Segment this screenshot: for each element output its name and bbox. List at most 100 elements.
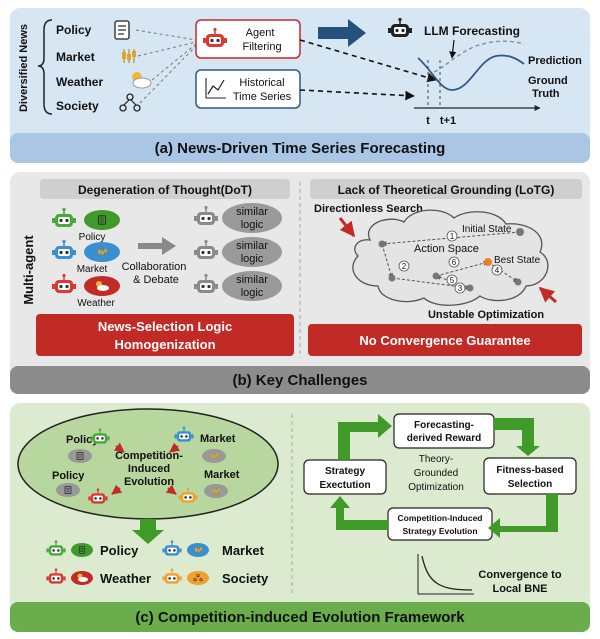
action-space-label: Action Space [414, 243, 479, 255]
prediction-curve [433, 40, 525, 73]
homogenization-box [36, 314, 294, 356]
ellipse-down-arrow [132, 519, 164, 544]
collab-arrow [138, 237, 176, 255]
ground-truth-curve [417, 54, 525, 91]
t-label: t [426, 115, 430, 127]
diversified-news-label: Diversified News [18, 24, 30, 112]
theory-line2: Grounded [414, 468, 458, 479]
arrow-fitness-to-cie [488, 494, 558, 538]
competition-line2: Induced [128, 463, 170, 475]
dot-title-bar [40, 179, 290, 199]
step-2: 2 [402, 262, 407, 271]
agent-filtering-box [195, 19, 301, 59]
llm-forecasting-label: LLM Forecasting [424, 24, 520, 38]
lotg-title: Lack of Theoretical Grounding (LoTG) [338, 183, 555, 197]
node-c [466, 284, 474, 292]
best-state-label: Best State [494, 255, 541, 266]
arrow-reward-to-fitness [494, 418, 540, 456]
similar-1-line1: similar [236, 206, 268, 218]
convergence-line2: Local BNE [492, 583, 547, 595]
similar-2-line2: logic [241, 253, 264, 265]
strategy-line1: Strategy [325, 466, 365, 477]
truth-label: Truth [532, 88, 560, 100]
competition-line3: Evolution [124, 476, 174, 488]
step-5: 5 [450, 276, 455, 285]
historical-line1: Historical [239, 77, 284, 89]
similar-bubble-1 [222, 203, 282, 233]
similar-bubble-2 [222, 237, 282, 267]
fitness-line1: Fitness-based [496, 465, 563, 476]
homogenization-line1: News-Selection Logic [98, 319, 232, 334]
initial-state-label: Initial State [462, 224, 512, 235]
legend-society-network [193, 574, 203, 582]
agent-to-forecast-arrow [299, 39, 437, 83]
homogenization-line2: Homogenization [114, 337, 215, 352]
fitness-box [483, 457, 577, 495]
fitness-line2: Selection [508, 479, 552, 490]
reward-line1: Forecasting- [414, 420, 474, 431]
node-b [388, 274, 396, 282]
news-weather-label: Weather [56, 75, 103, 89]
similar-bubble-3 [222, 271, 282, 301]
theory-line3: Optimization [408, 482, 464, 493]
similar-1-line2: logic [241, 219, 264, 231]
big-arrow-to-llm [318, 19, 366, 47]
arrow-cie-to-strategy [330, 496, 388, 530]
weather-cloud-icon [96, 281, 109, 291]
initial-state-node [516, 228, 524, 236]
no-convergence-label: No Convergence Guarantee [359, 333, 530, 348]
news-market-label: Market [56, 50, 95, 64]
lotg-title-bar [310, 179, 582, 199]
legend-market-label: Market [222, 543, 265, 558]
legend-weather-label: Weather [100, 571, 151, 586]
policy-agent-label: Policy [79, 232, 106, 243]
news-connectors [135, 29, 197, 104]
legend-market-candle [194, 546, 203, 554]
cie-line2: Strategy Evolution [402, 526, 477, 536]
panel-a-caption-bar [10, 133, 590, 163]
similar-3-line1: similar [236, 274, 268, 286]
legend-weather-cloud [77, 573, 88, 582]
dot-title: Degeneration of Thought(DoT) [78, 183, 252, 197]
multi-agent-label: Multi-agent [21, 235, 36, 305]
agent-filtering-line2: Filtering [242, 41, 281, 53]
unstable-arrow [538, 286, 557, 304]
collab-line2: & Debate [133, 274, 179, 286]
panel-a-caption: (a) News-Driven Time Series Forecasting [155, 140, 446, 157]
ground-label: Ground [528, 75, 568, 87]
cie-line1: Competition-Induced [398, 513, 483, 523]
legend-policy-label: Policy [100, 543, 139, 558]
ellipse-market-candle-2 [212, 487, 221, 495]
no-convergence-box [308, 324, 582, 356]
strategy-line2: Exectution [319, 480, 370, 491]
panel-c: (c) Competition-induced Evolution Framew… [10, 403, 590, 632]
agent-filtering-line1: Agent [246, 27, 275, 39]
ellipse-market-1-label: Market [200, 433, 236, 445]
historical-line2: Time Series [233, 91, 292, 103]
candlestick-icon [121, 48, 137, 64]
news-policy-label: Policy [56, 23, 92, 37]
similar-3-line2: logic [241, 287, 264, 299]
competition-arrows [111, 442, 181, 495]
similar-2-line1: similar [236, 240, 268, 252]
panel-c-caption-bar [10, 602, 590, 632]
people-network-icon [119, 93, 141, 112]
collab-line1: Collaboration [122, 261, 187, 273]
news-brace [37, 19, 53, 115]
panel-b: (b) Key Challenges Multi-agent Degenerat… [10, 172, 590, 394]
convergence-curve [421, 555, 473, 591]
ellipse-market-candle-1 [210, 452, 219, 460]
node-d [432, 272, 440, 280]
ellipse-market-2-label: Market [204, 469, 240, 481]
llm-down-arrow [449, 39, 457, 59]
panel-a: (a) News-Driven Time Series Forecasting … [10, 8, 590, 163]
arrow-strategy-to-reward [338, 414, 392, 460]
reward-box [393, 413, 495, 449]
line-chart-icon [205, 78, 226, 99]
document-icon [114, 20, 130, 40]
step-numbers: 1 2 3 4 5 6 [398, 230, 503, 294]
cycle-arrows [330, 414, 558, 538]
prediction-label: Prediction [528, 55, 582, 67]
theory-line1: Theory- [419, 454, 453, 465]
